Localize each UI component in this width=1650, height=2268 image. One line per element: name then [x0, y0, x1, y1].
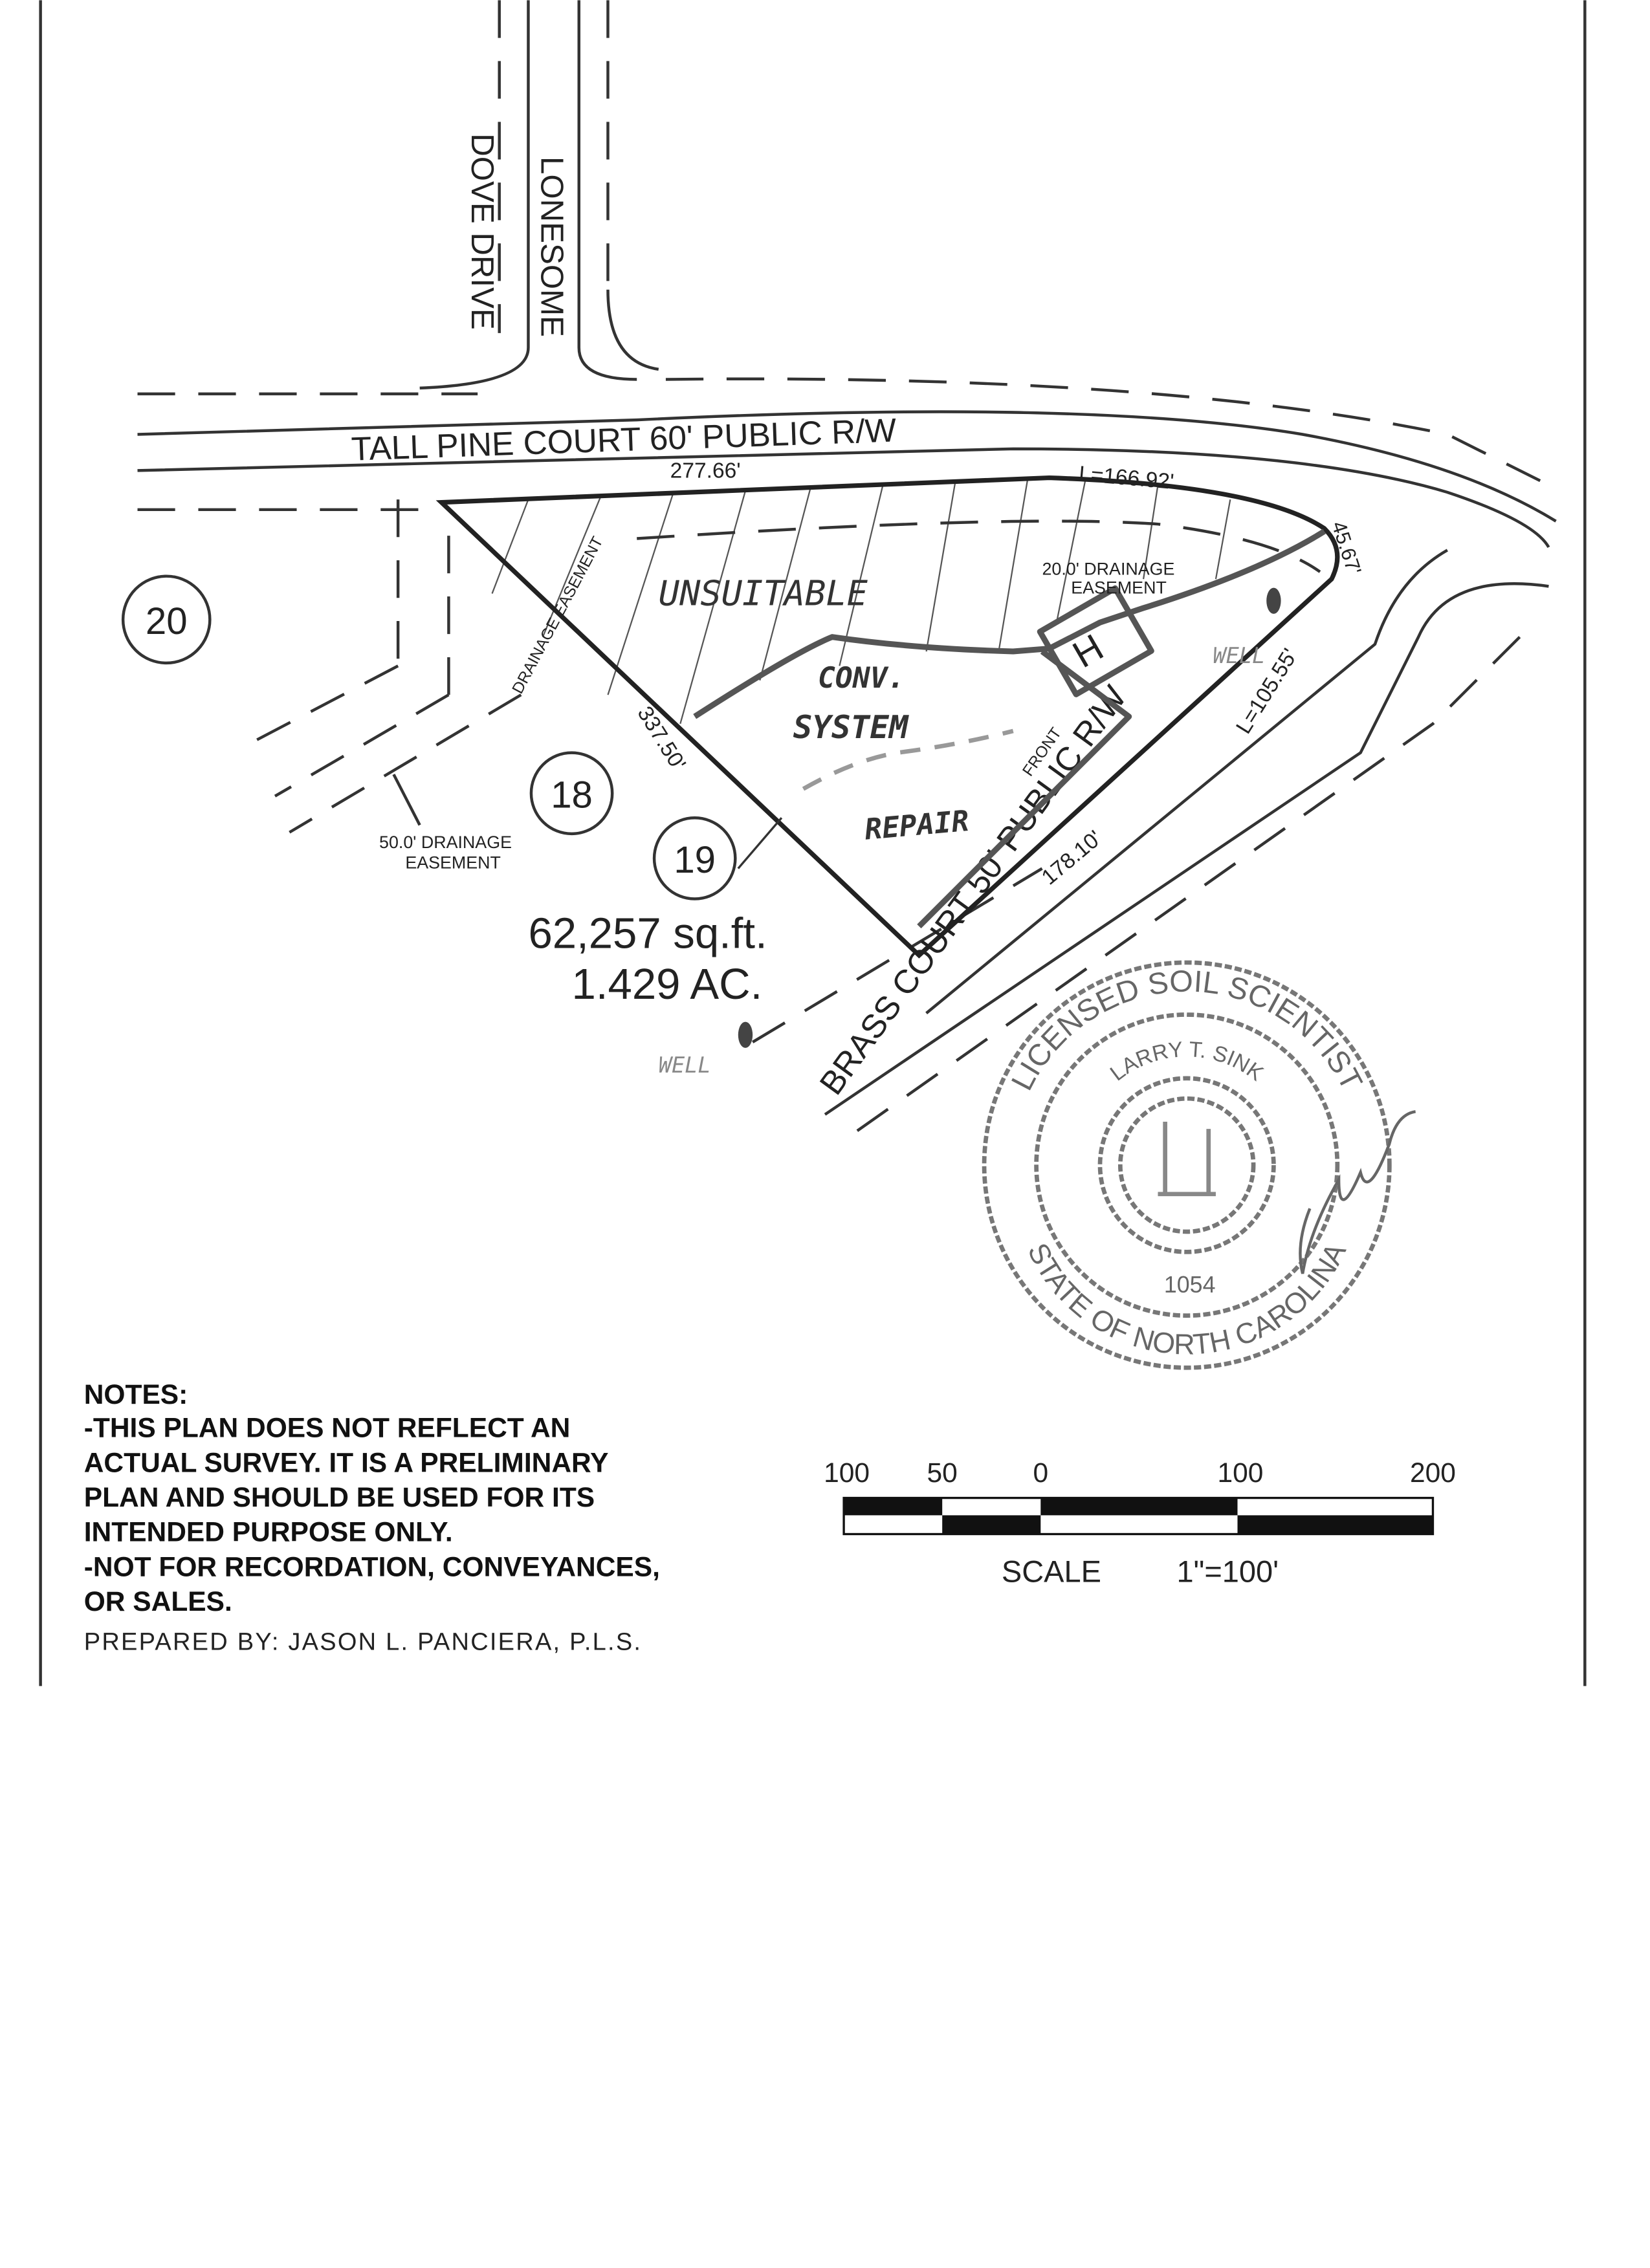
scale-tick: 200 [1410, 1458, 1456, 1488]
lonesome-label: LONESOME [534, 157, 570, 337]
lot-20-number: 20 [146, 600, 188, 642]
scale-tick: 0 [1033, 1458, 1048, 1488]
seal-number: 1054 [1164, 1272, 1216, 1298]
repair-label: REPAIR [863, 803, 971, 847]
area-sqft: 62,257 sq.ft. [528, 910, 767, 958]
lot-19-marker: 19 [652, 816, 737, 900]
well-symbol-2 [738, 1021, 753, 1048]
lot-20-marker: 20 [121, 574, 212, 665]
scale-ratio: 1"=100' [1177, 1554, 1279, 1588]
scale-bar: 100 50 0 100 200 SCALE 1"=100' [824, 1458, 1456, 1588]
svg-text:STATE OF NORTH CAROLINA: STATE OF NORTH CAROLINA [1021, 1238, 1352, 1361]
soil-scientist-seal: LICENSED SOIL SCIENTIST LARRY T. SINK ST… [982, 960, 1416, 1370]
well-label-2: WELL [659, 1052, 711, 1078]
lot-18-number: 18 [551, 774, 593, 816]
note-line: PLAN AND SHOULD BE USED FOR ITS [84, 1483, 595, 1513]
drainage-easement-line [637, 519, 1321, 573]
dim-arc-north: L=166.92' [1078, 462, 1175, 494]
scale-tick: 100 [1218, 1458, 1264, 1488]
well-label-1: WELL [1213, 643, 1265, 668]
drainage-20-label-2: EASEMENT [1071, 578, 1167, 598]
conv-label: CONV. [818, 660, 905, 695]
well-symbol-1 [1266, 587, 1281, 614]
lot-19-number: 19 [674, 839, 716, 881]
note-line: ACTUAL SURVEY. IT IS A PRELIMINARY [84, 1448, 609, 1478]
seal-emblem [1158, 1121, 1216, 1197]
note-line: -THIS PLAN DOES NOT REFLECT AN [84, 1413, 571, 1444]
note-line: OR SALES. [84, 1587, 232, 1617]
lot-18-marker: 18 [529, 751, 614, 836]
dim-north: 277.66' [670, 459, 741, 483]
drainage-20-label: 20.0' DRAINAGE [1042, 559, 1175, 578]
drainage-50-label: 50.0' DRAINAGE [379, 833, 512, 852]
notes-block: NOTES: -THIS PLAN DOES NOT REFLECT AN AC… [84, 1380, 660, 1655]
svg-text:LICENSED SOIL SCIENTIST: LICENSED SOIL SCIENTIST [1004, 963, 1370, 1095]
signature [1299, 1110, 1416, 1274]
drainage-50-label-2: EASEMENT [405, 853, 501, 873]
system-label: SYSTEM [793, 708, 909, 746]
scale-tick: 50 [927, 1458, 958, 1488]
lot-19-boundary [435, 475, 1340, 959]
house-outline [1037, 585, 1154, 697]
note-line: -NOT FOR RECORDATION, CONVEYANCES, [84, 1552, 660, 1582]
scale-tick: 100 [824, 1458, 870, 1488]
unsuitable-hatching [491, 479, 1231, 725]
lonesome-dove-drive: DOVE DRIVE LONESOME [419, 0, 659, 390]
prepared-by: PREPARED BY: JASON L. PANCIERA, P.L.S. [84, 1628, 642, 1655]
septic-layout [693, 529, 1326, 1048]
notes-title: NOTES: [84, 1380, 188, 1410]
note-line: INTENDED PURPOSE ONLY. [84, 1518, 453, 1548]
dove-drive-label: DOVE DRIVE [465, 133, 500, 329]
seal-top-text: LICENSED SOIL SCIENTIST [1004, 963, 1370, 1095]
unsuitable-label: UNSUITABLE [659, 572, 868, 613]
leader-arrow [737, 817, 783, 869]
lot-20-18-lines [245, 499, 522, 834]
drainage-easement-west: DRAINAGE EASEMENT [509, 534, 607, 697]
seal-bottom-text: STATE OF NORTH CAROLINA [1021, 1238, 1352, 1361]
dim-corner: 45.67' [1327, 519, 1365, 578]
scale-label: SCALE [1002, 1554, 1101, 1588]
area-acres: 1.429 AC. [572, 960, 763, 1009]
